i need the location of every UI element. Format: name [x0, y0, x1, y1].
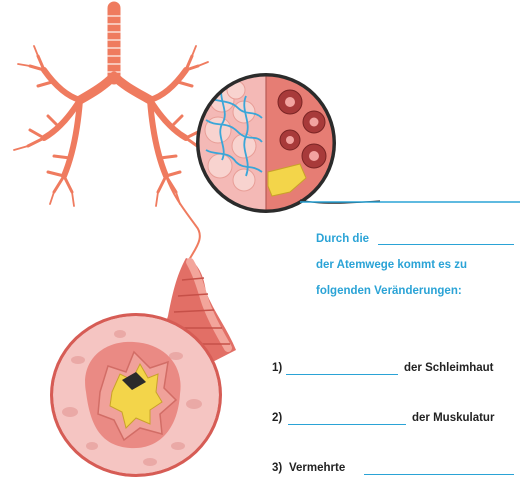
bronchial-tree	[14, 8, 208, 262]
item-2-number: 2)	[272, 412, 282, 424]
prompt-line-1: Durch die	[316, 233, 369, 245]
prompt-line-3: folgenden Veränderungen:	[316, 285, 462, 297]
blank-line-item-2	[288, 424, 406, 425]
prompt-line-2: der Atemwege kommt es zu	[316, 259, 467, 271]
prompt-line-1-text: Durch die	[316, 233, 369, 245]
airway-link	[166, 176, 200, 262]
blank-line-item-1	[286, 374, 398, 375]
item-1-after: der Schleimhaut	[404, 362, 493, 374]
blank-line-1	[378, 244, 514, 245]
item-3-number: 3)	[272, 462, 282, 474]
item-2-after: der Muskulatur	[412, 412, 494, 424]
blank-line-item-3	[364, 474, 514, 475]
bronchus-cross-section	[50, 313, 222, 477]
alveoli-magnification	[196, 73, 380, 213]
item-3-before: Vermehrte	[289, 462, 345, 474]
item-1-number: 1)	[272, 362, 282, 374]
